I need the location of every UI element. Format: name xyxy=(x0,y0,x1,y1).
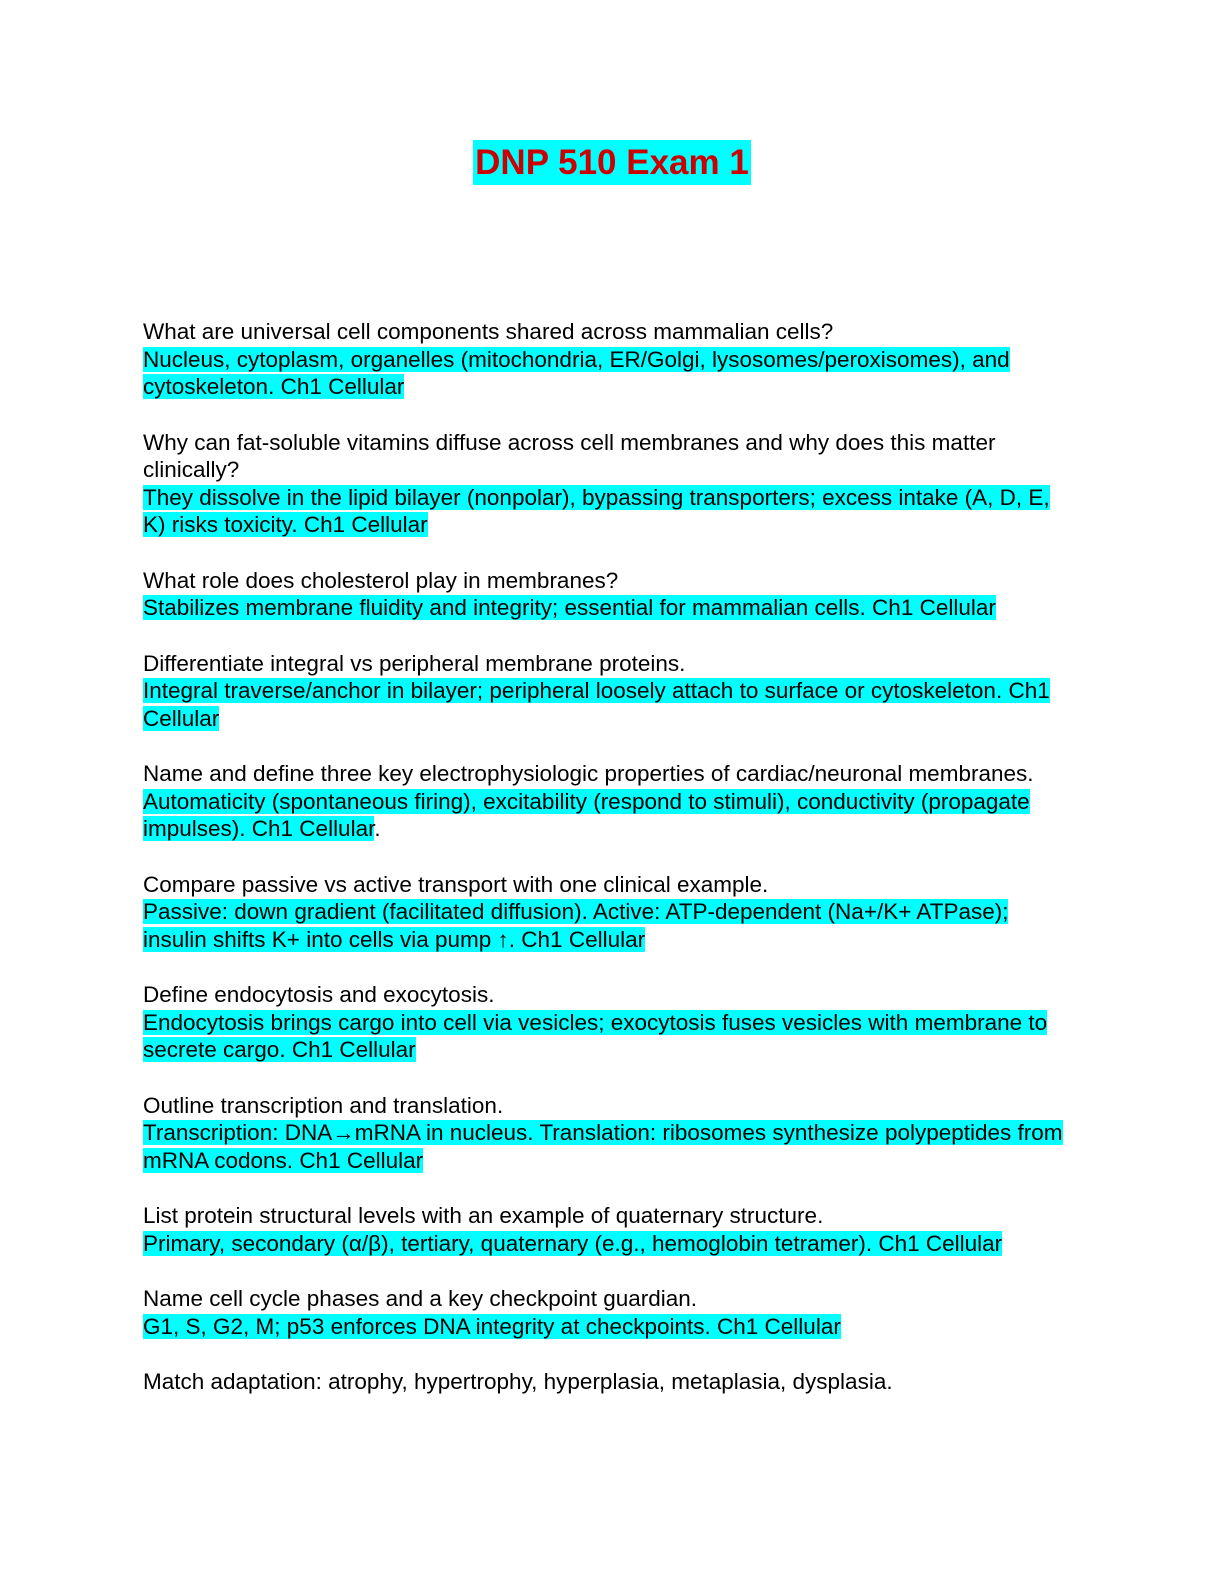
question-text: Differentiate integral vs peripheral mem… xyxy=(143,650,686,676)
answer-highlight: Endocytosis brings cargo into cell via v… xyxy=(143,1009,1048,1062)
qa-item: Why can fat-soluble vitamins diffuse acr… xyxy=(143,429,1078,539)
answer-text: Nucleus, cytoplasm, organelles (mitochon… xyxy=(143,346,1078,401)
question-text: Why can fat-soluble vitamins diffuse acr… xyxy=(143,429,996,483)
answer-highlight: G1, S, G2, M; p53 enforces DNA integrity… xyxy=(143,1313,841,1339)
question-text: Define endocytosis and exocytosis. xyxy=(143,982,495,1007)
answer-highlight: Primary, secondary (α/β), tertiary, quat… xyxy=(143,1230,1003,1256)
question-text: What are universal cell components share… xyxy=(143,319,834,344)
question-text: What role does cholesterol play in membr… xyxy=(143,567,619,593)
answer-text: G1, S, G2, M; p53 enforces DNA integrity… xyxy=(143,1313,1078,1341)
answer-highlight: Integral traverse/anchor in bilayer; per… xyxy=(143,678,1050,731)
qa-item: Name cell cycle phases and a key checkpo… xyxy=(143,1285,1078,1340)
answer-text: Primary, secondary (α/β), tertiary, quat… xyxy=(143,1230,1078,1258)
qa-item: What are universal cell components share… xyxy=(143,318,1078,401)
qa-item: Define endocytosis and exocytosis. Endoc… xyxy=(143,981,1078,1064)
answer-text: They dissolve in the lipid bilayer (nonp… xyxy=(143,484,1078,539)
answer-highlight: Nucleus, cytoplasm, organelles (mitochon… xyxy=(143,346,1010,399)
answer-text: Transcription: DNA→mRNA in nucleus. Tran… xyxy=(143,1119,1078,1174)
qa-item: Name and define three key electrophysiol… xyxy=(143,760,1078,843)
qa-item: Outline transcription and translation. T… xyxy=(143,1092,1078,1175)
answer-highlight: Automaticity (spontaneous firing), excit… xyxy=(143,788,1030,841)
answer-text: Endocytosis brings cargo into cell via v… xyxy=(143,1009,1078,1064)
question-text: Match adaptation: atrophy, hypertrophy, … xyxy=(143,1369,893,1394)
answer-highlight: They dissolve in the lipid bilayer (nonp… xyxy=(143,484,1050,537)
qa-item: Compare passive vs active transport with… xyxy=(143,871,1078,954)
answer-text: Automaticity (spontaneous firing), excit… xyxy=(143,788,1078,843)
answer-highlight: Stabilizes membrane fluidity and integri… xyxy=(143,595,996,620)
answer-text: Integral traverse/anchor in bilayer; per… xyxy=(143,677,1078,732)
question-text: Name and define three key electrophysiol… xyxy=(143,761,1034,786)
question-text: Compare passive vs active transport with… xyxy=(143,871,769,897)
qa-item: Match adaptation: atrophy, hypertrophy, … xyxy=(143,1368,1078,1396)
answer-highlight: Transcription: DNA→mRNA in nucleus. Tran… xyxy=(143,1120,1063,1173)
answer-tail: . xyxy=(374,816,381,841)
qa-item: List protein structural levels with an e… xyxy=(143,1202,1078,1257)
qa-item: Differentiate integral vs peripheral mem… xyxy=(143,650,1078,733)
question-text: Name cell cycle phases and a key checkpo… xyxy=(143,1286,698,1311)
question-text: List protein structural levels with an e… xyxy=(143,1203,824,1228)
answer-text: Passive: down gradient (facilitated diff… xyxy=(143,898,1078,953)
answer-highlight: Passive: down gradient (facilitated diff… xyxy=(143,899,1009,952)
question-answer-list: What are universal cell components share… xyxy=(143,318,1078,1424)
document-title: DNP 510 Exam 1 xyxy=(473,140,751,185)
qa-item: What role does cholesterol play in membr… xyxy=(143,567,1078,622)
title-container: DNP 510 Exam 1 xyxy=(0,140,1224,185)
answer-text: Stabilizes membrane fluidity and integri… xyxy=(143,594,1078,622)
question-text: Outline transcription and translation. xyxy=(143,1092,504,1118)
